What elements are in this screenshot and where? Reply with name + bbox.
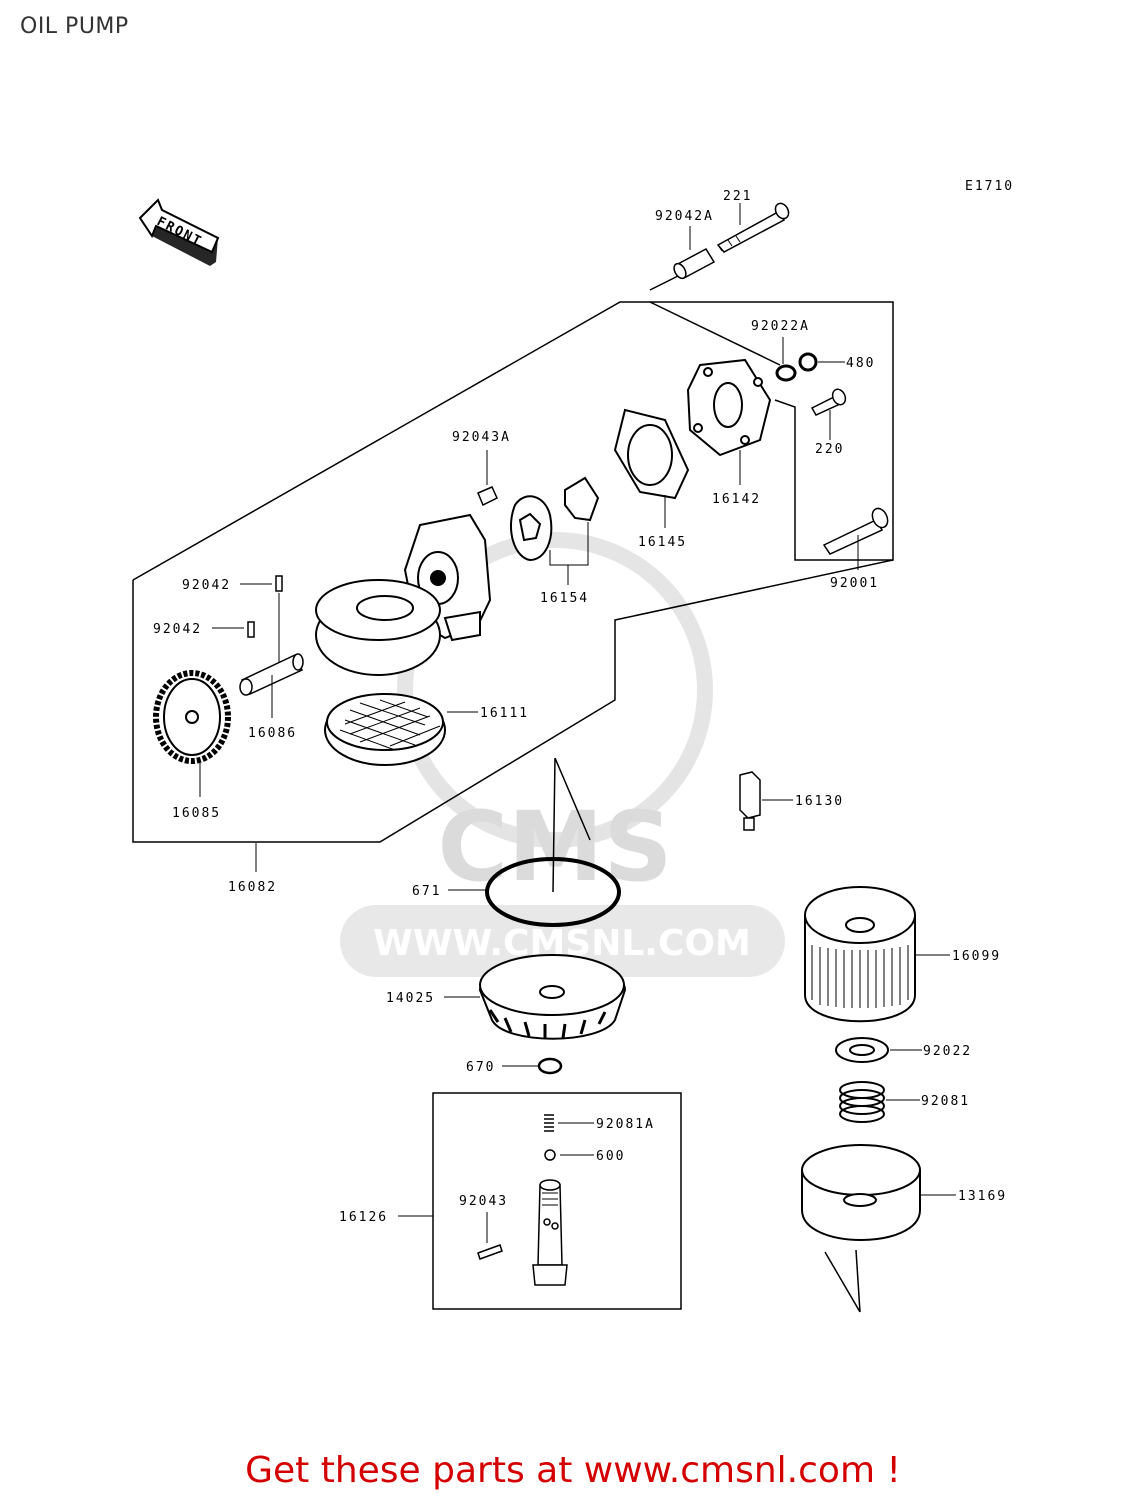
washer-92022: [835, 1037, 889, 1063]
label-13169: 13169: [958, 1189, 1007, 1204]
label-16126: 16126: [339, 1210, 388, 1225]
label-92081: 92081: [921, 1094, 970, 1109]
watermark: CMS WWW.CMSNL.COM: [340, 532, 785, 977]
oring-670: [537, 1057, 563, 1075]
label-92042-a: 92042: [182, 578, 231, 593]
reference-line: [824, 1249, 861, 1313]
label-92042-b: 92042: [153, 622, 202, 637]
label-16154: 16154: [540, 591, 589, 606]
label-16086: 16086: [248, 726, 297, 741]
front-arrow-icon: FRONT: [138, 198, 220, 266]
label-670: 670: [466, 1060, 495, 1075]
spring-92081: [839, 1081, 885, 1123]
page-title: OIL PUMP: [20, 14, 129, 39]
relief-valve-body: [532, 1179, 568, 1286]
promo-banner[interactable]: Get these parts at www.cmsnl.com !: [245, 1450, 901, 1491]
label-16111: 16111: [480, 706, 529, 721]
pump-cover-16142: [686, 358, 772, 457]
label-92001: 92001: [830, 576, 879, 591]
washer-92022A: [775, 364, 797, 382]
label-92022A: 92022A: [751, 319, 810, 334]
watermark-brand: CMS: [437, 791, 672, 903]
label-16142: 16142: [712, 492, 761, 507]
label-16099: 16099: [952, 949, 1001, 964]
label-671: 671: [412, 884, 441, 899]
label-220: 220: [815, 442, 844, 457]
strainer-14025: [478, 954, 627, 1040]
pin-92042-b: [247, 621, 255, 638]
reference-line: [552, 757, 591, 893]
label-92043A: 92043A: [452, 430, 511, 445]
label-221: 221: [723, 189, 752, 204]
bolt-221: [716, 202, 790, 253]
spring-92081A: [544, 1114, 554, 1132]
fitting-16130: [739, 771, 761, 831]
rotor-set-16154: [510, 476, 600, 562]
strainer-plate: [315, 579, 441, 676]
label-600: 600: [596, 1149, 625, 1164]
label-16145: 16145: [638, 535, 687, 550]
label-16130: 16130: [795, 794, 844, 809]
ball-600: [544, 1149, 556, 1161]
gasket-16145: [613, 408, 690, 500]
label-92043: 92043: [459, 1194, 508, 1209]
pin-92042-a: [275, 575, 283, 592]
bolt-92001: [822, 507, 889, 555]
gear-16085: [153, 670, 231, 764]
label-480: 480: [846, 356, 875, 371]
filter-16099: [804, 886, 916, 1023]
shaft-16086: [239, 653, 304, 696]
dowel-92043A: [477, 486, 498, 507]
diagram-code: E1710: [965, 179, 1014, 194]
parts-diagram: CMS WWW.CMSNL.COM E1710 FRONT 221 92042A…: [132, 179, 1014, 1313]
pin-92043: [477, 1244, 503, 1260]
label-92081A: 92081A: [596, 1117, 655, 1132]
relief-valve-box: [432, 1092, 682, 1310]
label-14025: 14025: [386, 991, 435, 1006]
label-92042A: 92042A: [655, 209, 714, 224]
circlip-480: [798, 352, 818, 372]
label-92022: 92022: [923, 1044, 972, 1059]
screen-16111: [324, 693, 446, 766]
label-16082: 16082: [228, 880, 277, 895]
pump-assembly-outline: [132, 269, 894, 843]
label-16085: 16085: [172, 806, 221, 821]
oring-671: [485, 857, 621, 927]
bolt-220: [810, 388, 847, 416]
filter-cap-13169: [801, 1144, 921, 1241]
dowel-92042A: [673, 248, 716, 280]
